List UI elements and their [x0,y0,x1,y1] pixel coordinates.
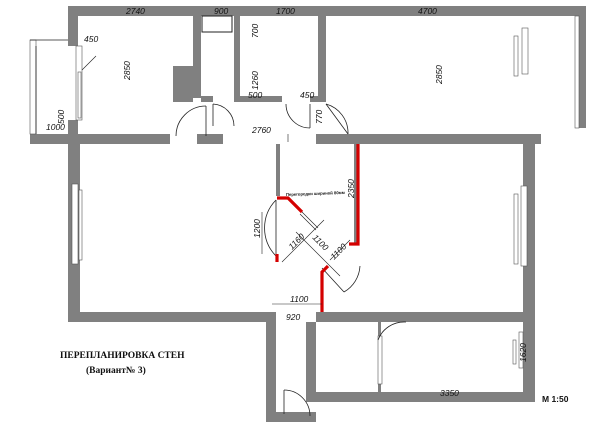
wall-kitchen-left [318,16,326,102]
door-arc-entrance [283,389,311,417]
dimension-labels: 2740 900 1700 4700 450 2850 700 1260 500… [46,6,528,398]
wall-top-left-stub [68,6,78,46]
wall-bath-bottom [201,96,213,102]
partition-lower [320,264,330,312]
dim-2740: 2740 [125,6,145,16]
balcony-window [29,39,37,135]
wall-bottom-mid [316,312,535,322]
dim-1100-horiz: 1100 [290,294,309,304]
plan-subtitle: (Вариант№ 3) [86,365,146,376]
dim-450-kitchen: 450 [300,90,314,100]
wall-left-upper [68,120,78,144]
wall-kitchen-bottom [310,96,326,102]
window-lower-right [520,185,528,267]
wall-mid-right [316,134,541,144]
wall-corridor-right [306,322,316,402]
plan-title: ПЕРЕПЛАНИРОВКА СТЕН [60,351,185,361]
door-arc-new-left [264,199,277,257]
wall-bottom [314,392,535,402]
door-arc-room-right [325,103,349,135]
door-arc-storage [377,321,407,341]
wall-bath-left [193,16,201,98]
dimension-lines [81,55,351,305]
partition-upper-left [277,196,304,214]
bath-fixture [201,15,233,33]
dim-2350: 2350 [346,179,356,199]
dim-920: 920 [286,312,300,322]
dim-1260: 1260 [250,71,260,90]
wall-bottom-left [68,312,276,322]
dim-3350: 3350 [440,388,459,398]
wall-top [68,6,586,16]
windows [29,15,580,385]
wall-corridor-left [266,312,276,422]
window-storage [518,331,524,369]
plan-scale: М 1:50 [542,394,569,404]
dim-700: 700 [250,24,260,38]
partition-right [349,144,360,246]
dim-1200: 1200 [252,219,262,238]
window-upper-right [521,27,529,75]
window-lower-left [71,183,79,265]
dim-4700: 4700 [418,6,437,16]
door-arc-kitchen [285,103,311,129]
duct-block [173,66,193,102]
dim-2850-right: 2850 [434,65,444,85]
wall-wc-bottom [234,96,282,102]
dim-770: 770 [314,110,324,124]
door-arc-bath [175,105,207,137]
dim-450-top: 450 [84,34,98,44]
window-right-edge [574,15,580,129]
dim-1000: 1000 [46,122,65,132]
partition-note: Перегородки шириной 80мм [286,190,345,197]
wall-bath-right [234,16,240,102]
window-storage-inner [377,335,383,385]
dim-900: 900 [214,6,228,16]
wall-mid-left [30,134,170,144]
wall-lower-mid-right [354,144,358,244]
dim-1620: 1620 [518,343,528,362]
new-partitions [275,144,360,312]
dim-2760: 2760 [251,125,271,135]
door-arc-wc [212,103,235,127]
wall-lower-mid-left [276,144,280,196]
wall-right-upper [577,6,586,128]
walls [30,6,586,422]
dim-1160: 1160 [286,231,306,251]
doors [175,103,407,417]
dim-2850-left: 2850 [122,61,132,81]
dim-1700: 1700 [276,6,295,16]
door-arc-new-right [343,265,361,293]
dim-500-bath: 500 [248,90,262,100]
wall-mid-stub [197,134,223,144]
wall-door-stub [266,412,316,422]
dim-500-left: 500 [56,110,66,124]
